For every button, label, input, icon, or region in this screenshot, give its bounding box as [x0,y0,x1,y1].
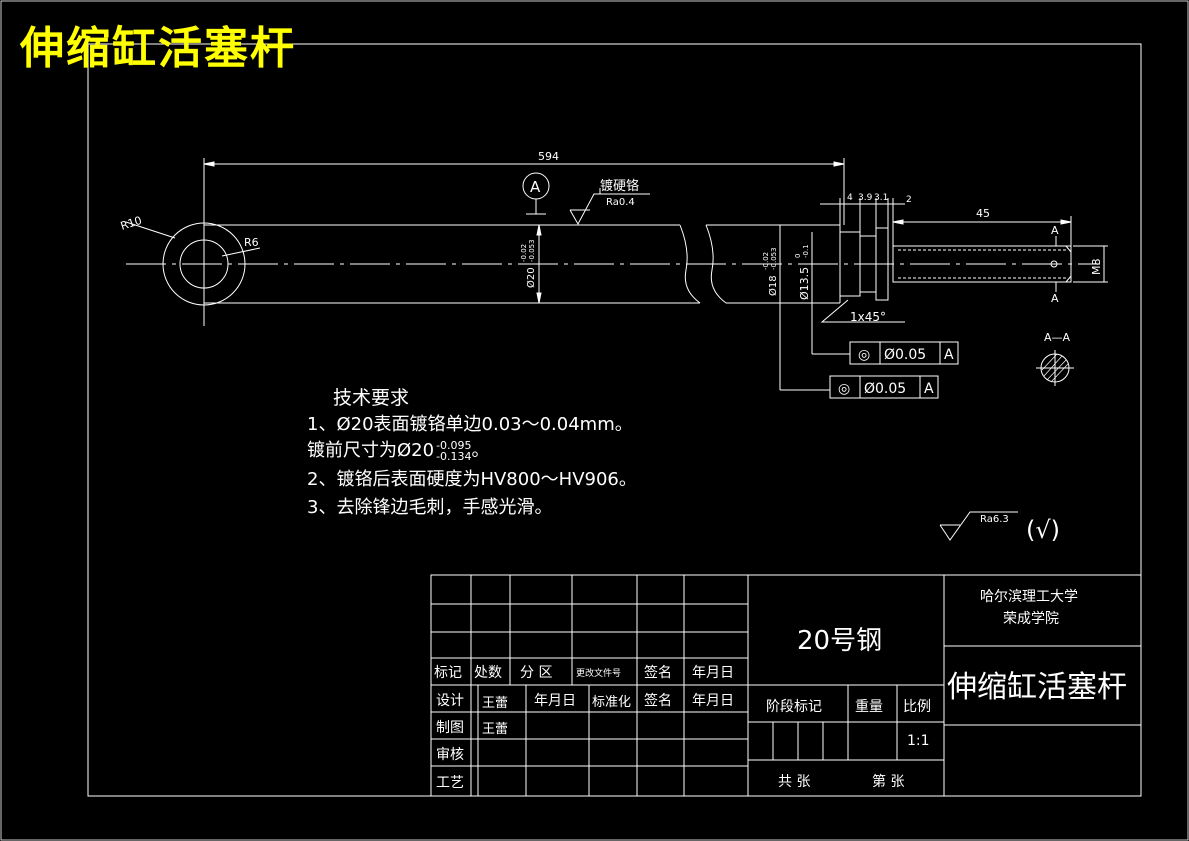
dim-d20-tol-lower: -0.053 [528,239,536,262]
tb-sheji: 设计 [436,693,464,709]
dim-d20-tol-upper: -0.02 [520,244,528,262]
tol-upper: -0.095 [436,439,472,452]
dim-thread: M8 [1090,259,1103,276]
tb-zhitu: 制图 [436,720,464,736]
part-name: 伸缩缸活塞杆 [947,670,1127,705]
dim-d13: Ø13.5 [798,267,811,300]
tech-requirement-2-prefix: 镀前尺寸为Ø20 [307,440,435,461]
tol-frame-1-symbol: ◎ [858,347,870,363]
material-label: 20号钢 [797,626,883,656]
roughness-general-value: Ra6.3 [980,514,1009,525]
roughness-symbol-general [939,511,1018,541]
section-mark-top: A [1051,224,1059,237]
dim-d18-tol-upper: -0.02 [762,252,770,270]
dim-r6: R6 [244,236,259,249]
datum-a-letter: A [530,178,541,196]
tb-fenqu: 分 区 [520,665,553,681]
tol-frame-2-datum: A [924,381,934,397]
tb-biaoji: 标记 [434,665,462,681]
tol-frame-1-value: Ø0.05 [884,347,926,363]
section-mark-bottom: A [1051,292,1059,305]
dim-chamfer: 1x45° [850,310,886,324]
dim-d13-tol-upper: 0 [794,254,802,258]
tb-sheet-no: 第 张 [872,774,905,790]
dim-d18-tol-lower: -0.053 [770,247,778,270]
section-aa-label: A—A [1044,331,1071,344]
tech-requirement-2: 镀前尺寸为Ø20-0.095-0.134。 [307,436,490,462]
tb-sheets-total: 共 张 [778,774,811,790]
title-block-grid [430,574,1142,797]
tolerance-frame-1 [849,341,959,365]
tolerance-frame-2 [829,375,939,399]
tb-nianyueri-1: 年月日 [692,665,734,681]
tb-gongyi: 工艺 [436,775,464,791]
tb-qianming-2: 签名 [644,693,672,709]
dim-d20: Ø20 [525,267,537,288]
tol-lower: -0.134 [436,450,472,463]
tb-weight: 重量 [855,699,883,715]
dim-d13-tol-lower: -0.1 [802,244,810,258]
dim-d18: Ø18 [767,275,779,296]
tb-sheji-name: 王蕾 [482,696,509,711]
dim-groove-2: 2 [906,195,912,205]
tol-frame-1-datum: A [944,347,954,363]
tb-chushu: 处数 [474,665,502,681]
tb-qianming-1: 签名 [644,665,672,681]
dim-groove-39: 3.9 [858,193,873,203]
tb-zhitu-name: 王蕾 [482,722,509,737]
roughness-symbol-rod [569,193,650,226]
tech-requirement-2-suffix: 。 [471,440,490,461]
dim-total-length: 594 [538,150,559,163]
tb-nianyueri-2: 年月日 [692,693,734,709]
tech-requirement-2-tolerance: -0.095-0.134 [436,440,471,462]
dim-groove-31: 3.1 [874,193,888,203]
plating-label: 镀硬铬 [600,178,639,194]
section-aa-hatch [1041,353,1069,383]
threaded-end [892,245,1072,283]
tb-shenhe: 审核 [436,747,464,763]
dim-r10: R10 [119,214,144,233]
tb-biaozhunhua: 标准化 [592,695,632,710]
dim-thread-len: 45 [976,207,990,220]
groove-3 [875,227,889,301]
tb-scale-value: 1:1 [907,733,930,749]
tol-frame-2-symbol: ◎ [838,381,850,397]
school-name-line1: 哈尔滨理工大学 [980,589,1078,605]
title-banner: 伸缩缸活塞杆 [20,23,296,74]
tech-requirement-3: 2、镀铬后表面硬度为HV800～HV906。 [307,469,637,490]
tb-scale-label: 比例 [903,699,931,715]
school-name-line2: 荣成学院 [1003,611,1059,627]
dim-groove-4: 4 [847,193,853,203]
roughness-check: (√) [1026,516,1060,544]
tech-requirements-title: 技术要求 [333,387,410,409]
tb-genggai: 更改文件号 [576,669,622,679]
roughness-rod-value: Ra0.4 [606,197,635,208]
tech-requirement-1: 1、Ø20表面镀铬单边0.03～0.04mm。 [307,414,633,435]
tech-requirement-4: 3、去除锋边毛刺，手感光滑。 [307,497,553,518]
tol-frame-2-value: Ø0.05 [864,381,906,397]
tb-stage-mark: 阶段标记 [766,699,822,715]
tb-sheji-date: 年月日 [534,693,576,709]
